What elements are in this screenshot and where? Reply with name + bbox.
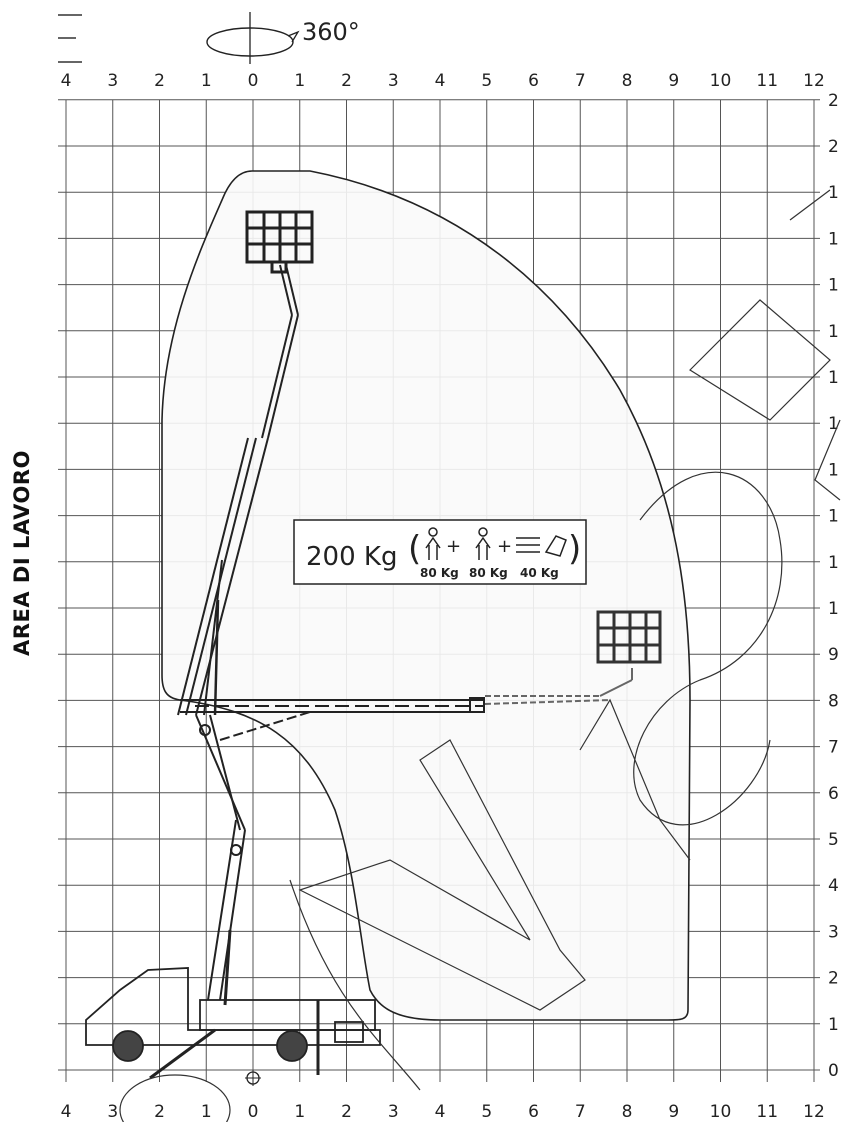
boom-horizontal xyxy=(180,668,633,741)
y-tick-label: 1 xyxy=(828,553,839,573)
x-tick-label: 10 xyxy=(710,1102,732,1122)
x-tick-label: 1 xyxy=(201,1102,212,1122)
weight-person2: 80 Kg xyxy=(469,566,508,580)
x-tick-label: 7 xyxy=(575,71,586,91)
y-tick-label: 7 xyxy=(828,738,839,758)
y-tick-label: 2 xyxy=(828,969,839,989)
boom-raised xyxy=(177,264,299,1006)
x-tick-label: 11 xyxy=(756,1102,778,1122)
capacity-total: 200 Kg xyxy=(306,542,397,572)
x-tick-label: 0 xyxy=(248,71,259,91)
y-tick-label: 1 xyxy=(828,276,839,296)
top-basket xyxy=(245,210,314,274)
watermark xyxy=(119,189,841,1122)
x-tick-label: 4 xyxy=(435,71,446,91)
y-tick-label: 1 xyxy=(828,322,839,342)
y-tick-label: 0 xyxy=(828,1061,839,1081)
y-tick-label: 1 xyxy=(828,183,839,203)
x-tick-label: 9 xyxy=(668,71,679,91)
x-tick-label: 5 xyxy=(481,1102,492,1122)
y-tick-label: 1 xyxy=(828,1015,839,1035)
x-tick-label: 12 xyxy=(803,71,825,91)
weight-tools: 40 Kg xyxy=(520,566,559,580)
x-tick-label: 5 xyxy=(481,71,492,91)
rotation-icon xyxy=(206,12,300,64)
x-tick-label: 11 xyxy=(756,71,778,91)
y-tick-label: 1 xyxy=(828,599,839,619)
plus: + xyxy=(497,536,512,557)
y-tick-label: 8 xyxy=(828,691,839,711)
x-tick-label: 6 xyxy=(528,1102,539,1122)
y-tick-label: 1 xyxy=(828,414,839,434)
paren-open: ( xyxy=(408,529,421,569)
y-tick-label: 1 xyxy=(828,229,839,249)
rotation-label: 360° xyxy=(302,18,360,46)
y-tick-label: 2 xyxy=(828,137,839,157)
x-tick-label: 2 xyxy=(154,1102,165,1122)
x-tick-label: 10 xyxy=(710,71,732,91)
x-tick-label: 1 xyxy=(201,71,212,91)
weight-person1: 80 Kg xyxy=(420,566,459,580)
y-tick-label: 3 xyxy=(828,922,839,942)
x-tick-label: 8 xyxy=(622,71,633,91)
x-tick-label: 0 xyxy=(248,1102,259,1122)
x-tick-label: 7 xyxy=(575,1102,586,1122)
x-tick-label: 4 xyxy=(61,71,72,91)
x-tick-label: 6 xyxy=(528,71,539,91)
y-tick-label: 1 xyxy=(828,507,839,527)
origin-marker xyxy=(245,1070,261,1086)
x-tick-label: 4 xyxy=(61,1102,72,1122)
x-tick-label: 3 xyxy=(107,1102,118,1122)
x-tick-label: 3 xyxy=(388,1102,399,1122)
person-icon xyxy=(475,527,491,560)
y-axis-right: 0 1 2 3 4 5 6 7 8 9 1 1 1 1 1 1 1 1 1 1 2 2 xyxy=(828,91,839,1081)
x-tick-label: 4 xyxy=(435,1102,446,1122)
y-tick-label: 6 xyxy=(828,784,839,804)
x-tick-label: 8 xyxy=(622,1102,633,1122)
y-tick-label: 4 xyxy=(828,876,839,896)
y-tick-label: 1 xyxy=(828,368,839,388)
x-tick-label: 3 xyxy=(388,71,399,91)
paren-close: ) xyxy=(568,529,581,569)
person-icon xyxy=(425,527,441,560)
x-tick-label: 9 xyxy=(668,1102,679,1122)
working-envelope xyxy=(161,170,691,1021)
y-tick-label: 2 xyxy=(828,91,839,111)
x-tick-label: 2 xyxy=(154,71,165,91)
x-tick-label: 2 xyxy=(341,1102,352,1122)
x-tick-label: 1 xyxy=(294,1102,305,1122)
y-tick-label: 5 xyxy=(828,830,839,850)
x-tick-label: 2 xyxy=(341,71,352,91)
tools-icon xyxy=(516,535,567,557)
side-basket xyxy=(596,610,662,664)
y-tick-label: 9 xyxy=(828,645,839,665)
x-tick-label: 12 xyxy=(803,1102,825,1122)
plus: + xyxy=(446,536,461,557)
x-tick-label: 1 xyxy=(294,71,305,91)
x-tick-label: 3 xyxy=(107,71,118,91)
truck-icon xyxy=(85,967,381,1080)
y-tick-label: 1 xyxy=(828,460,839,480)
